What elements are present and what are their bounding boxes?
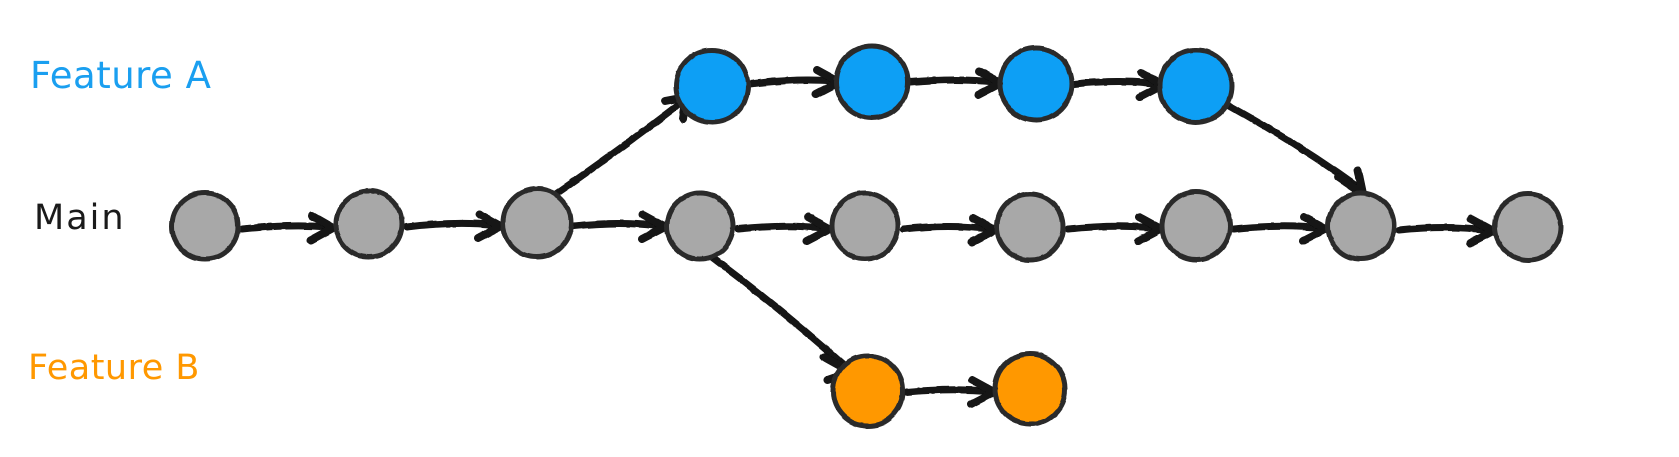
- branch-feature-a-nodes: [673, 43, 1235, 125]
- edge-branch-feature-b: [709, 254, 855, 384]
- commit-node-feature-a-2[interactable]: [997, 45, 1075, 123]
- commit-node-main-4[interactable]: [829, 190, 901, 262]
- commit-node-feature-a-0[interactable]: [673, 47, 751, 125]
- edge-main-5-6: [1064, 213, 1165, 245]
- commit-node-feature-b-1[interactable]: [992, 351, 1068, 427]
- commit-node-feature-a-1[interactable]: [833, 43, 911, 121]
- edge-main-4-5: [899, 214, 999, 246]
- commit-node-main-0[interactable]: [169, 190, 241, 262]
- edge-main-0-1: [238, 212, 337, 244]
- branch-feature-b-nodes: [830, 351, 1068, 429]
- edge-feature-a-0-1: [746, 66, 843, 98]
- commit-node-main-1[interactable]: [333, 188, 405, 260]
- edge-main-7-8: [1395, 215, 1497, 247]
- branch-label-feature-b: Feature B: [28, 348, 200, 388]
- nodes-layer: [169, 43, 1564, 429]
- edge-feature-a-1-2: [906, 67, 1005, 99]
- commit-node-feature-a-3[interactable]: [1157, 47, 1235, 125]
- branch-label-main: Main: [34, 198, 126, 238]
- edges-layer: [238, 66, 1497, 408]
- commit-node-main-7[interactable]: [1325, 190, 1397, 262]
- edge-main-6-7: [1230, 213, 1330, 245]
- edge-feature-b-0-1: [902, 376, 998, 408]
- commit-node-main-6[interactable]: [1159, 189, 1233, 263]
- edge-feature-a-2-3: [1070, 69, 1167, 101]
- commit-node-main-2[interactable]: [500, 186, 574, 260]
- commit-node-main-3[interactable]: [664, 190, 736, 262]
- edge-main-2-3: [570, 211, 669, 243]
- edge-main-3-4: [734, 213, 834, 245]
- edge-main-1-2: [403, 210, 505, 242]
- edge-branch-feature-a: [549, 93, 690, 200]
- branch-main-nodes: [169, 186, 1564, 263]
- commit-node-main-8[interactable]: [1492, 191, 1564, 263]
- edge-merge-feature-a: [1224, 101, 1367, 198]
- commit-node-main-5[interactable]: [994, 191, 1066, 263]
- commit-node-feature-b-0[interactable]: [830, 353, 906, 429]
- branch-label-feature-a: Feature A: [30, 54, 212, 97]
